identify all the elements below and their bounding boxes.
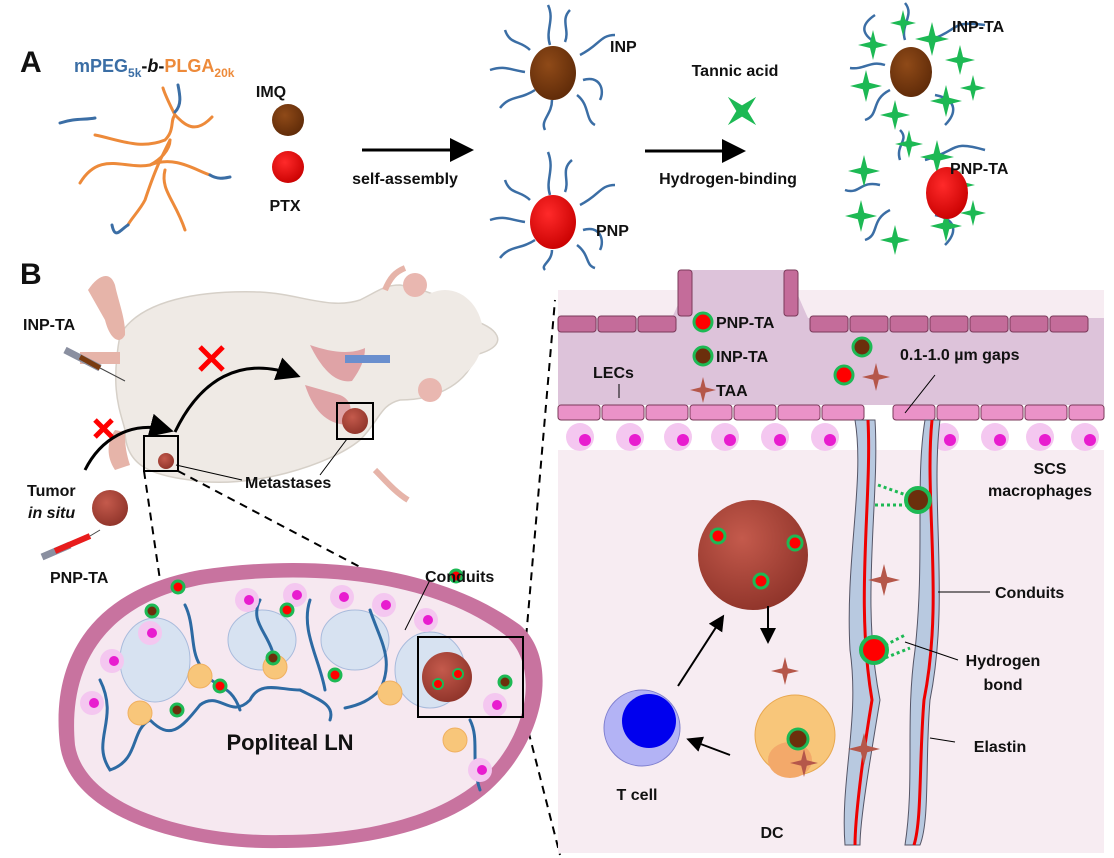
- panel-b: B Metastases INP-TA: [20, 258, 1105, 856]
- dc-icon: [754, 694, 836, 778]
- popliteal-ln-label: Popliteal LN: [226, 730, 353, 755]
- plga-text: PLGA: [164, 56, 214, 76]
- detail-tumor-icon: [698, 500, 808, 610]
- self-assembly-label: self-assembly: [352, 171, 458, 188]
- elastin-label: Elastin: [974, 739, 1026, 756]
- inp-ta-syringe-icon: [63, 346, 126, 382]
- lung-tumor-icon: [342, 408, 368, 434]
- dc-label: DC: [760, 825, 784, 842]
- ln-tumor-small-icon: [158, 453, 174, 469]
- t-cell-label: T cell: [617, 787, 658, 804]
- elastin-fiber: [912, 419, 935, 846]
- legend-inp-ta-icon: [692, 345, 714, 367]
- tcell-to-tumor-arrow: [677, 614, 725, 687]
- legend-pnp-ta-icon: [692, 311, 714, 333]
- ptx-label: PTX: [269, 198, 300, 215]
- panel-a-letter: A: [20, 46, 42, 79]
- legend-inp-ta: INP-TA: [716, 349, 769, 366]
- ln-nanoparticles: [144, 568, 513, 718]
- lec-bottom-row: [557, 404, 1105, 421]
- inp-ta-label: INP-TA: [952, 19, 1005, 36]
- scs-label-line2: macrophages: [988, 483, 1092, 500]
- lymph-node-icon: [58, 562, 543, 849]
- conduit-icon: [843, 419, 941, 846]
- primary-tumor-icon: [92, 490, 128, 526]
- pnp-ta-syringe-icon: [40, 529, 101, 561]
- plga-sub: 20k: [214, 66, 234, 80]
- pnp-ta-injection-label: PNP-TA: [50, 570, 109, 587]
- pnp-ta-label: PNP-TA: [950, 161, 1009, 178]
- zoom-lines: [143, 299, 561, 856]
- conduits-label: Conduits: [995, 585, 1064, 602]
- ln-conduits-label: Conduits: [425, 569, 494, 586]
- mpeg-text: mPEG: [74, 56, 128, 76]
- inp-micelle-icon: [489, 4, 616, 131]
- inp-ta-injection-label: INP-TA: [23, 317, 76, 334]
- metastasis-arrow-ln: [83, 413, 174, 471]
- polymer-chains-icon: [58, 83, 232, 235]
- legend-pnp-ta: PNP-TA: [716, 315, 775, 332]
- ln-inset-box: [143, 435, 179, 472]
- panel-b-letter: B: [20, 258, 42, 291]
- pnp-micelle-icon: [489, 151, 616, 271]
- hbond-label-line1: Hydrogen: [966, 653, 1041, 670]
- scs-label-line1: SCS: [1034, 461, 1067, 478]
- hbond-dots: [875, 483, 911, 662]
- ln-tumor-icon: [422, 652, 472, 702]
- inp-ta-particle-icon: [849, 2, 986, 130]
- pnp-ta-particle-icon: [844, 129, 986, 255]
- red-cross-icon: [93, 345, 225, 439]
- metastases-label: Metastases: [245, 475, 331, 492]
- tannic-acid-label: Tannic acid: [692, 63, 779, 80]
- gaps-label: 0.1-1.0 µm gaps: [900, 347, 1020, 364]
- legend-taa: TAA: [716, 383, 748, 400]
- trachea-icon: [345, 355, 390, 363]
- hbond-label-line2: bond: [983, 677, 1022, 694]
- dc-small-icon: [127, 654, 468, 753]
- macrophage-icon: [80, 583, 507, 782]
- metastasis-arrow-lung: [173, 357, 301, 433]
- dc-to-tcell-arrow: [686, 736, 731, 756]
- panel-a: A mPEG5k-b-PLGA20k IMQ PTX self-assembly: [20, 2, 1009, 271]
- polymer-label: mPEG5k-b-PLGA20k: [74, 56, 235, 80]
- elastin-fiber: [853, 419, 874, 846]
- ptx-drug-icon: [272, 151, 304, 183]
- lung-inset-box: [336, 402, 374, 440]
- scs-macrophage-row: [566, 423, 1099, 451]
- tannic-acid-icon: [713, 82, 771, 140]
- lec-top-row: [557, 269, 1089, 333]
- pnp-label: PNP: [596, 223, 629, 240]
- mpeg-sub: 5k: [128, 66, 142, 80]
- ln-tumor-inset-box: [417, 636, 524, 718]
- imq-drug-icon: [272, 104, 304, 136]
- detail-panel: PNP-TA INP-TA TAA LECs 0.1-1.0 µm gaps S…: [557, 269, 1105, 853]
- hydrogen-binding-label: Hydrogen-binding: [659, 171, 797, 188]
- t-cell-icon: [603, 689, 681, 767]
- inp-label: INP: [610, 39, 637, 56]
- mouse-icon: [80, 265, 499, 503]
- tumor-label-line2: in situ: [28, 505, 75, 522]
- tumor-label-line1: Tumor: [27, 483, 76, 500]
- imq-label: IMQ: [256, 84, 286, 101]
- lecs-label: LECs: [593, 365, 634, 382]
